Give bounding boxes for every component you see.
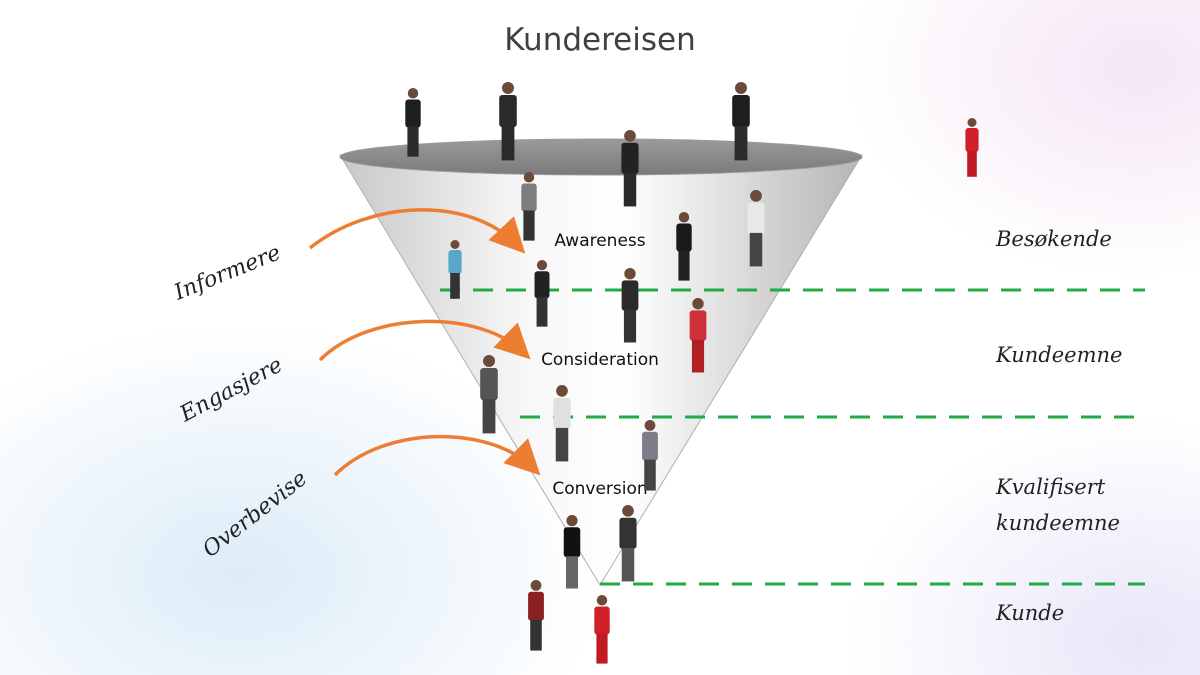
person-head <box>967 118 977 127</box>
stage-label-consideration: Consideration <box>541 350 659 370</box>
action-label-overbevise: Overbevise <box>198 466 312 563</box>
person-figure <box>621 130 639 207</box>
funnel-rim <box>339 138 863 176</box>
role-label-kvalifisert-kundeemne: kundeemne <box>996 511 1120 535</box>
person-legs <box>623 172 637 207</box>
person-legs <box>678 250 690 281</box>
person-torso <box>965 128 979 152</box>
person-head <box>750 190 762 202</box>
person-figure <box>594 595 610 664</box>
person-torso <box>534 271 550 299</box>
action-label-engasjere: Engasjere <box>175 353 287 428</box>
person-head <box>624 130 636 142</box>
person-torso <box>732 95 750 127</box>
person-legs <box>596 633 608 664</box>
person-torso <box>405 99 421 128</box>
person-legs <box>555 427 569 462</box>
person-legs <box>623 309 637 343</box>
person-legs <box>749 232 763 267</box>
person-legs <box>967 151 977 177</box>
person-figure <box>553 385 571 462</box>
person-legs <box>644 459 656 491</box>
role-label-besokende: Besøkende <box>995 227 1112 251</box>
person-head <box>692 298 704 310</box>
person-figure <box>405 88 421 157</box>
person-legs <box>501 126 515 161</box>
person-figure <box>534 260 550 327</box>
person-torso <box>676 223 692 252</box>
person-head <box>407 88 419 99</box>
person-head <box>596 595 608 606</box>
person-legs <box>566 556 578 589</box>
person-legs <box>450 273 460 299</box>
page-title: Kundereisen <box>504 22 696 58</box>
person-figure <box>621 268 639 343</box>
person-torso <box>621 280 639 311</box>
person-torso <box>521 183 537 212</box>
stage-label-conversion: Conversion <box>552 479 647 499</box>
person-figure <box>528 580 544 651</box>
person-head <box>624 268 636 280</box>
person-figure <box>619 505 637 582</box>
arrow-overbevise <box>333 434 541 477</box>
person-torso <box>553 397 571 429</box>
person-torso <box>563 527 581 558</box>
person-figure <box>448 240 462 299</box>
person-head <box>735 82 747 94</box>
person-figure <box>480 355 498 434</box>
person-figure <box>689 298 707 373</box>
arrow-informere <box>308 208 526 254</box>
action-label-informere: Informere <box>170 240 284 306</box>
person-head <box>502 82 514 94</box>
person-figure <box>676 212 692 281</box>
person-torso <box>642 431 658 461</box>
role-label-kvalifisert: Kvalifisert <box>995 475 1106 499</box>
person-head <box>530 580 542 591</box>
person-figure <box>965 118 979 177</box>
person-legs <box>407 126 419 157</box>
person-figure <box>747 190 765 267</box>
person-legs <box>734 126 748 161</box>
person-legs <box>523 210 535 241</box>
person-figure <box>521 172 537 241</box>
person-head <box>566 515 578 527</box>
person-head <box>536 260 548 271</box>
person-torso <box>448 250 462 274</box>
person-torso <box>621 142 639 174</box>
person-legs <box>530 619 542 651</box>
person-legs <box>482 399 496 434</box>
stage-label-awareness: Awareness <box>554 231 645 251</box>
person-head <box>483 355 495 367</box>
person-legs <box>536 297 548 327</box>
arrow-engasjere <box>318 319 531 362</box>
person-figure <box>642 420 658 491</box>
people-figures <box>405 82 979 664</box>
person-torso <box>747 202 765 234</box>
person-torso <box>594 606 610 635</box>
person-torso <box>619 517 637 549</box>
funnel-cone <box>339 154 863 586</box>
person-legs <box>621 547 635 582</box>
person-head <box>556 385 568 397</box>
person-torso <box>499 95 517 127</box>
person-legs <box>691 339 705 373</box>
person-figure <box>732 82 750 161</box>
person-head <box>450 240 460 249</box>
person-head <box>678 212 690 223</box>
person-torso <box>480 368 498 400</box>
person-head <box>523 172 535 183</box>
role-label-kunde: Kunde <box>995 601 1064 625</box>
person-head <box>644 420 656 431</box>
person-figure <box>563 515 581 589</box>
person-torso <box>689 310 707 341</box>
person-head <box>622 505 634 517</box>
person-figure <box>499 82 517 161</box>
person-torso <box>528 591 544 621</box>
role-label-kundeemne: Kundeemne <box>995 343 1122 367</box>
